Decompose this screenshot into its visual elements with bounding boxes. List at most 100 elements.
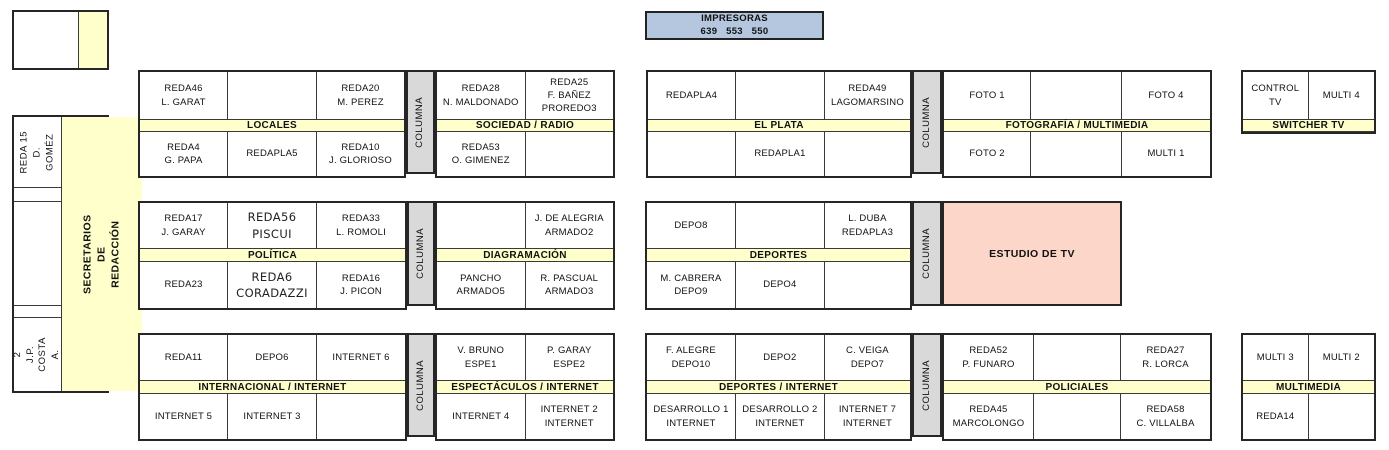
- section-header-el-plata: EL PLATA: [648, 119, 910, 132]
- corner-box-white-cell: [14, 12, 78, 68]
- desk-row: J. DE ALEGRIA ARMADO2: [437, 203, 613, 248]
- desk-cell: C. VEIGA DEPO7: [823, 335, 910, 380]
- desk-cell: [316, 394, 405, 439]
- section-header-diagramacion: DIAGRAMACIÓN: [437, 248, 613, 262]
- printers-numbers: 639 553 550: [700, 25, 769, 37]
- desk-cell: [437, 203, 525, 248]
- desk-cell: P. GARAY ESPE2: [524, 335, 614, 380]
- desk-cell: REDA23: [164, 279, 203, 291]
- desk-cell: [734, 203, 824, 248]
- desk-cell: REDAPLA4: [665, 89, 718, 101]
- section-header-fotografia-multimedia: FOTOGRAFÍA / MULTIMEDIA: [944, 119, 1210, 132]
- desk-cell: REDA 15 D. GOMÉZ: [18, 130, 56, 174]
- desk-cell: INTERNET 3: [227, 394, 316, 439]
- desk-cell: REDAPLA5: [227, 132, 316, 176]
- section-header-internacional-internet: INTERNACIONAL / INTERNET: [140, 380, 405, 394]
- desk-cell: INTERNET 5: [154, 410, 213, 422]
- desk-cell: DEPO8: [674, 219, 708, 231]
- desk-row: V. BRUNO ESPE1 P. GARAY ESPE2: [437, 335, 613, 380]
- desk-cell: REDA58 C. VILLALBA: [1120, 394, 1210, 439]
- desk-cell: MULTI 2: [1307, 335, 1374, 380]
- desk-cell: DESARROLLO 1 INTERNET: [653, 404, 729, 429]
- desk-cell: REDAPLA1: [734, 132, 824, 176]
- columna-label: COLUMNA: [920, 96, 932, 148]
- desk-cell: FOTO 1: [969, 89, 1005, 101]
- desk-cell: V. BRUNO ESPE1: [457, 345, 505, 370]
- desk-row: REDA52 P. FUNARO REDA27 R. LORCA: [944, 335, 1210, 380]
- desk-cell: DEPO2: [734, 335, 824, 380]
- desk-cell: J. DE ALEGRIA ARMADO2: [524, 203, 614, 248]
- desk-cell: [823, 132, 910, 176]
- desk-cell: [524, 132, 614, 176]
- section-header-deportes-internet: DEPORTES / INTERNET: [647, 380, 910, 394]
- desk-cell: INTERNET 2 INTERNET: [524, 394, 614, 439]
- desk-cell: REDAPLA 2 J.P. COSTA A. APRAIZ: [14, 317, 62, 391]
- desk-row: REDA14: [1243, 394, 1374, 439]
- desk-cell: [1032, 394, 1120, 439]
- desk-cell: [14, 186, 62, 201]
- desk-cell: [1307, 394, 1374, 439]
- desk-cell: DESARROLLO 2 INTERNET: [734, 394, 824, 439]
- secretarios-label-band: SECRETARIOS DE REDACCIÓN: [61, 117, 142, 391]
- desk-cell: REDA20 M. PEREZ: [315, 72, 404, 119]
- desk-cell: F. ALEGRE DEPO10: [666, 345, 716, 370]
- desk-cell: INTERNET 7 INTERNET: [823, 394, 910, 439]
- desk-row: REDA53 O. GIMENEZ: [437, 132, 613, 176]
- desk-cell: REDA10 J. GLORIOSO: [315, 132, 404, 176]
- desk-cell: [648, 132, 735, 176]
- section-header-sociedad-radio: SOCIEDAD / RADIO: [437, 119, 613, 132]
- desk-cell: REDA28 N. MALDONADO: [442, 83, 519, 108]
- desk-cell: [14, 304, 62, 318]
- desk-cell: REDA4 G. PAPA: [164, 141, 203, 166]
- desk-cell: REDA52 P. FUNARO: [962, 345, 1015, 370]
- columna-strip: COLUMNA: [912, 70, 942, 174]
- desk-cell: REDA53 O. GIMENEZ: [451, 141, 510, 166]
- desk-cell: M. CABRERA DEPO9: [660, 272, 722, 297]
- secretarios-sidebar: REDA 15 D. GOMÉZ REDAPLA 2 J.P. COSTA A.…: [12, 115, 142, 393]
- desk-cell: INTERNET 6: [316, 335, 405, 380]
- columna-strip: COLUMNA: [912, 333, 942, 437]
- desk-cell: PANCHO ARMADO5: [456, 272, 505, 297]
- desk-cell: MULTI 4: [1307, 72, 1374, 119]
- desk-row: DEPO8 L. DUBA REDAPLA3: [647, 203, 910, 248]
- desk-cell: REDA16 J. PICON: [316, 262, 405, 308]
- section-header-deportes: DEPORTES: [647, 248, 910, 262]
- desk-cell: REDA33 L. ROMOLI: [316, 203, 405, 248]
- desk-cell: L. DUBA REDAPLA3: [823, 203, 910, 248]
- desk-cell: FOTO 2: [969, 148, 1005, 160]
- desk-cell: REDA14: [1256, 410, 1295, 422]
- desk-cell: FOTO 4: [1121, 72, 1210, 119]
- desk-row: INTERNET 5 INTERNET 3: [140, 394, 405, 439]
- desk-cell: REDA27 R. LORCA: [1120, 335, 1210, 380]
- desk-row: INTERNET 4 INTERNET 2 INTERNET: [437, 394, 613, 439]
- desk-cell: [14, 200, 62, 305]
- columna-strip: COLUMNA: [407, 201, 435, 306]
- columna-label: COLUMNA: [414, 227, 426, 280]
- corner-box: [12, 10, 109, 70]
- sidebar-desk-cells: REDA 15 D. GOMÉZ REDAPLA 2 J.P. COSTA A.…: [14, 117, 62, 391]
- section-header-espectaculos-internet: ESPECTÁCULOS / INTERNET: [437, 380, 613, 394]
- desk-cell: [1030, 72, 1121, 119]
- desk-cell: REDA11: [164, 351, 203, 363]
- desk-cell: INTERNET 4: [452, 410, 510, 422]
- estudio-de-tv-label: ESTUDIO DE TV: [989, 247, 1075, 260]
- desk-cell: DEPO4: [734, 262, 824, 308]
- desk-row: FOTO 1 FOTO 4: [944, 72, 1210, 119]
- secretarios-label: SECRETARIOS DE REDACCIÓN: [81, 214, 123, 294]
- columna-strip: COLUMNA: [407, 333, 435, 437]
